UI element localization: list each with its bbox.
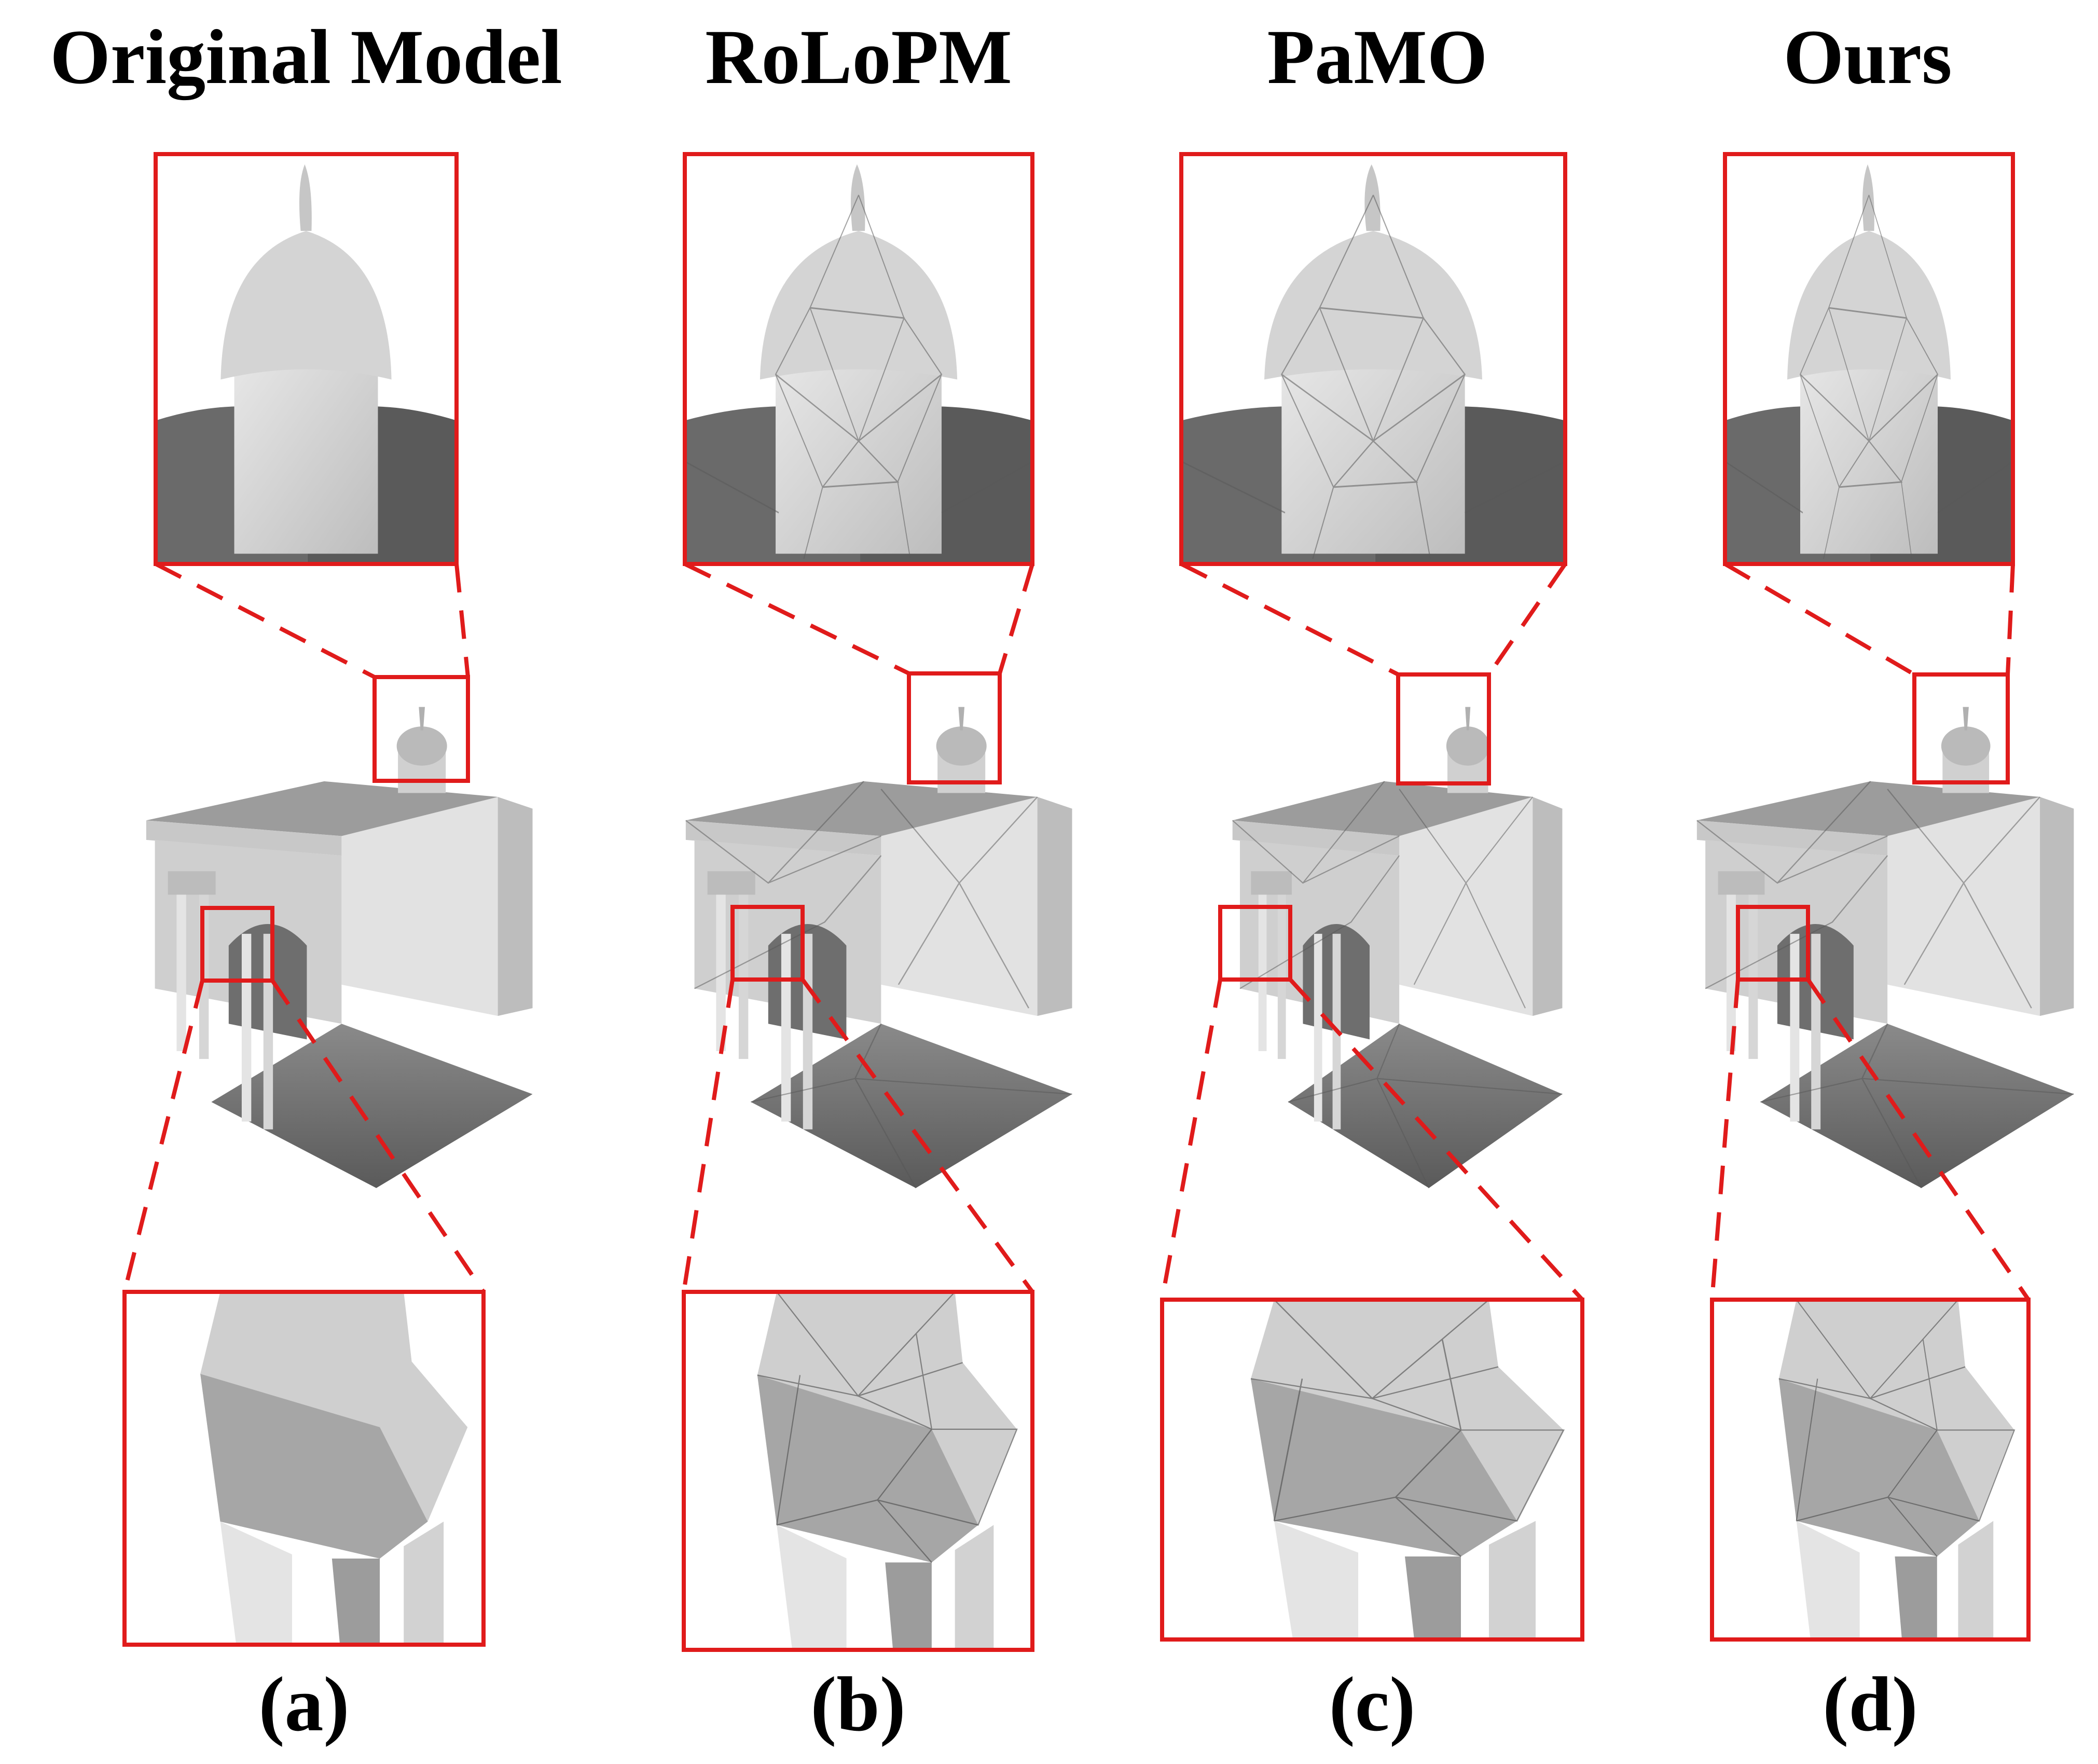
- zoom-top-original: [154, 152, 459, 566]
- subfigure-label-c: (c): [1329, 1661, 1416, 1747]
- inset-box-bottom-d: [1736, 905, 1810, 982]
- zoom-bottom-original: [122, 1290, 486, 1647]
- column-title-rolopm: RoLoPM: [705, 14, 1012, 100]
- subfigure-label-b: (b): [810, 1661, 906, 1747]
- column-title-original-model: Original Model: [50, 14, 562, 100]
- column-title-ours: Ours: [1783, 14, 1952, 100]
- building-render-ours: [1696, 707, 2075, 1189]
- inset-box-top-c: [1396, 672, 1491, 785]
- inset-box-bottom-a: [200, 906, 274, 983]
- connector-lines-d: [1710, 562, 2031, 1301]
- zoom-top-rolopm: [683, 152, 1034, 566]
- subfigure-label-a: (a): [258, 1661, 350, 1747]
- inset-box-top-d: [1912, 672, 2010, 784]
- inset-box-bottom-b: [730, 905, 805, 982]
- connector-lines-c: [1160, 562, 1584, 1301]
- inset-box-bottom-c: [1218, 905, 1292, 982]
- building-render-rolopm: [685, 707, 1073, 1189]
- inset-box-top-a: [372, 675, 470, 783]
- connector-lines-b: [682, 562, 1034, 1293]
- inset-box-top-b: [907, 671, 1002, 784]
- zoom-top-pamo: [1179, 152, 1567, 566]
- zoom-top-ours: [1723, 152, 2015, 566]
- zoom-bottom-pamo: [1160, 1298, 1584, 1642]
- zoom-bottom-ours: [1710, 1298, 2031, 1642]
- column-title-pamo: PaMO: [1267, 14, 1488, 100]
- subfigure-label-d: (d): [1823, 1661, 1918, 1747]
- connector-lines-a: [122, 562, 486, 1293]
- zoom-bottom-rolopm: [682, 1290, 1034, 1652]
